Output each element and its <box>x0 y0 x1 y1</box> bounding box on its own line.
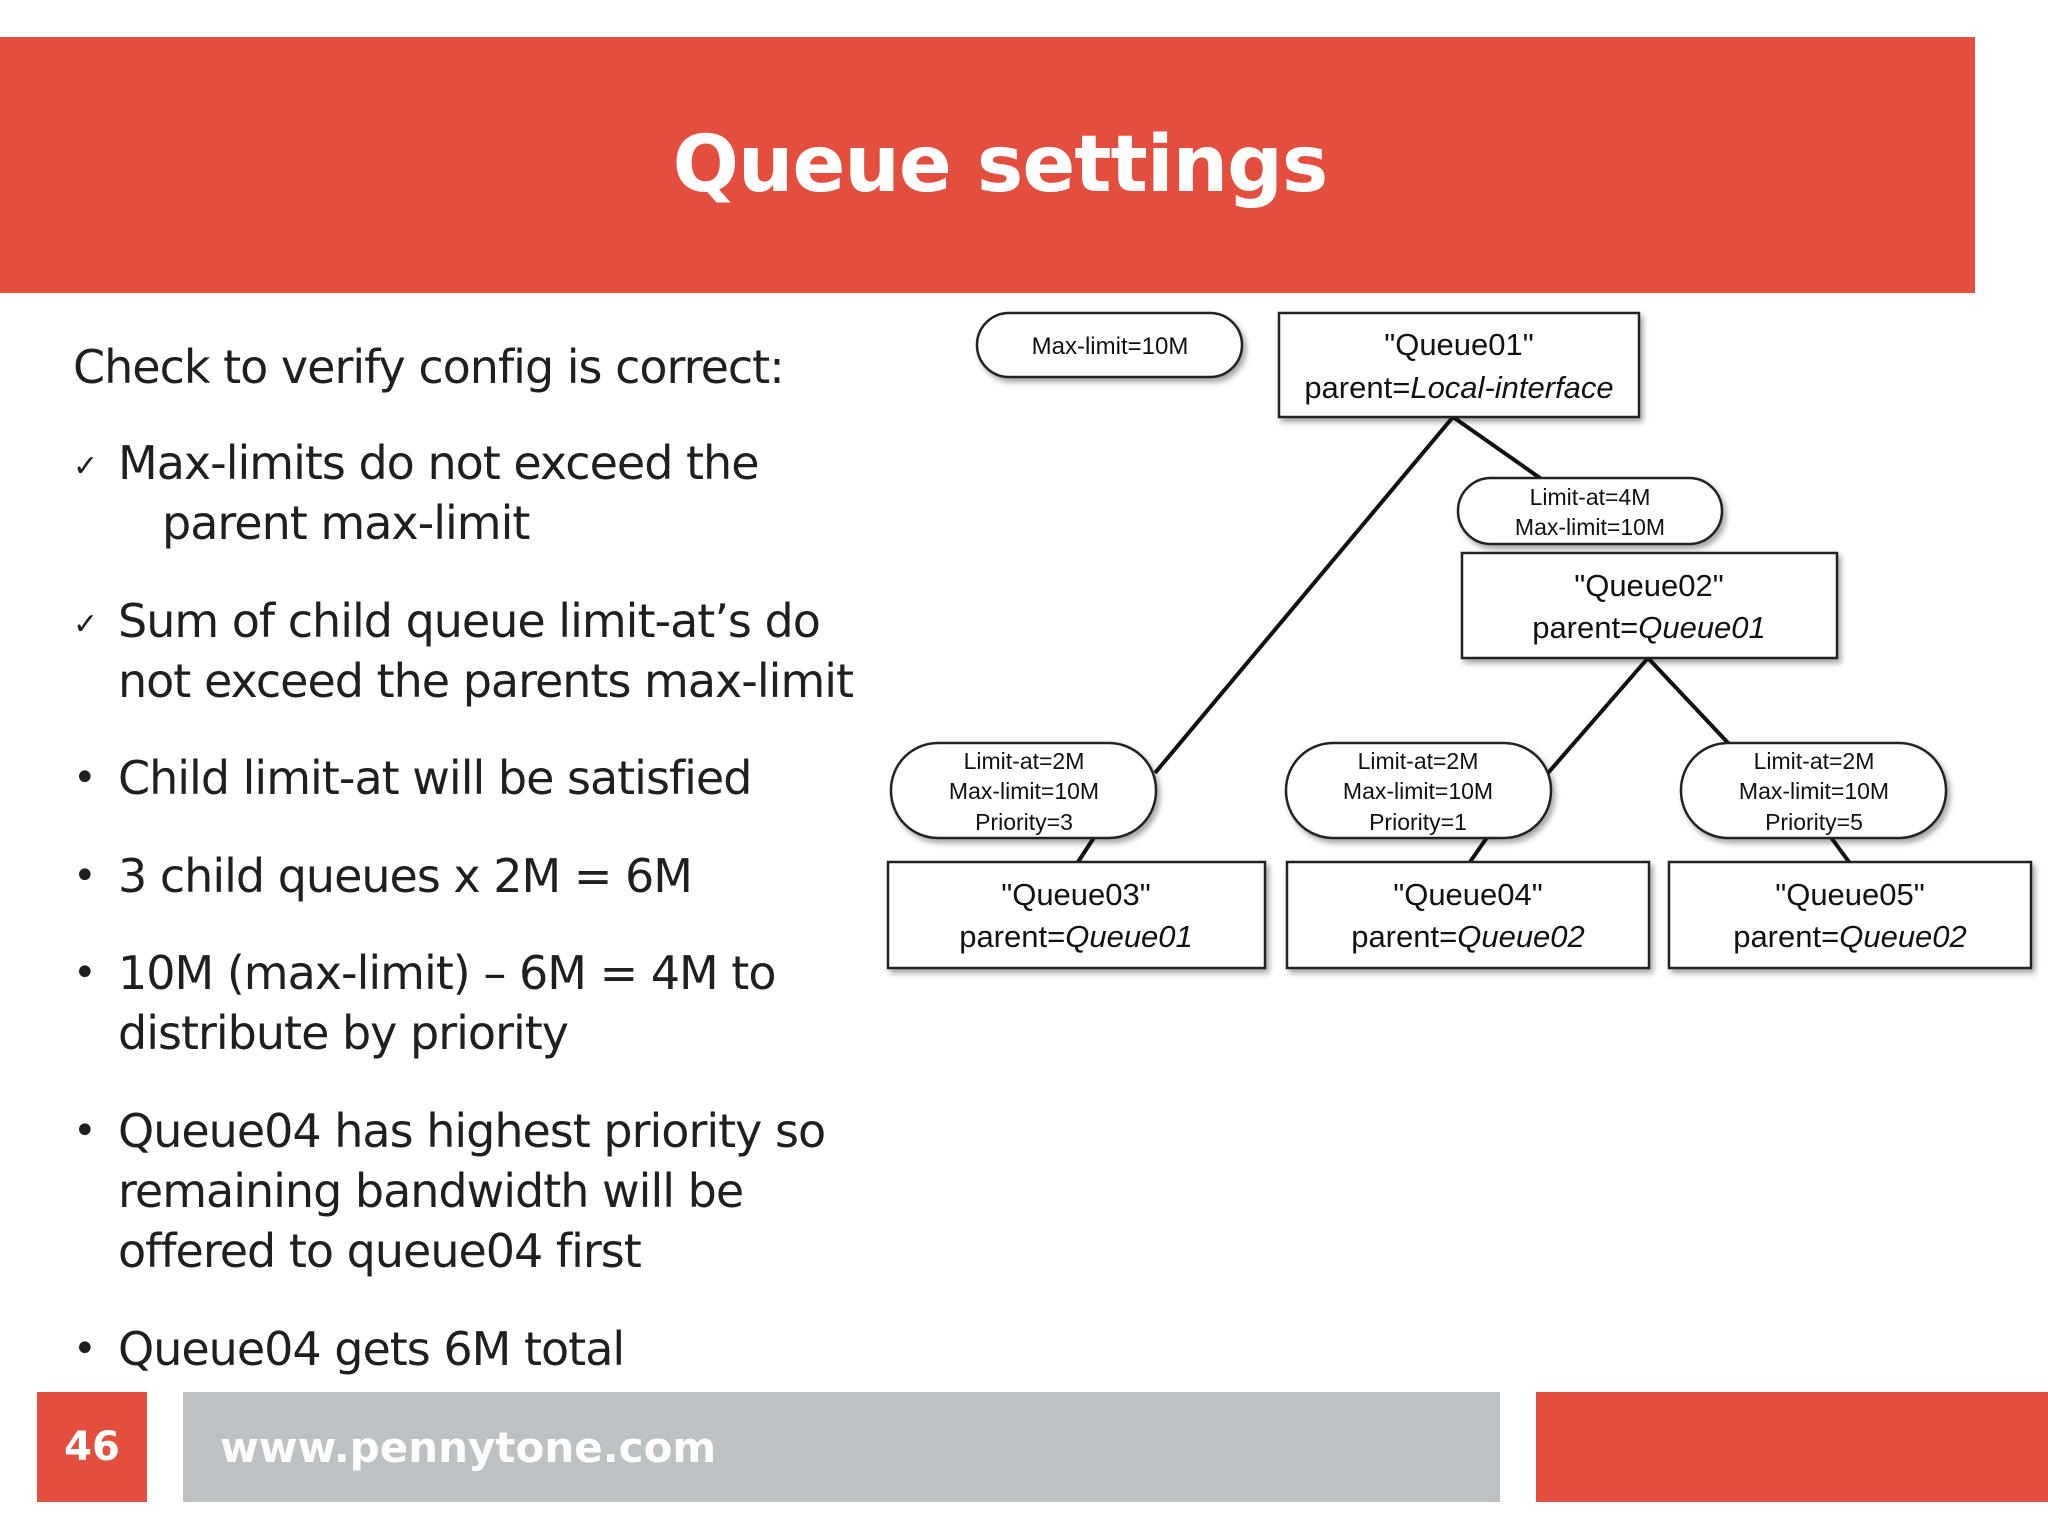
bullet-item: • Queue04 gets 6M total <box>73 1319 625 1379</box>
footer-url-text: www.pennytone.com <box>220 1422 717 1472</box>
bullet-list: ✓ Max-limits do not exceed the parent ma… <box>73 0 893 1400</box>
bullet-line: parent max-limit <box>162 496 530 550</box>
bullet-list-column: Check to verify config is correct: <box>73 330 873 395</box>
queue03-box: "Queue03" parent=Queue01 <box>886 860 1267 970</box>
queue03-note-line: Priority=3 <box>975 809 1073 835</box>
queue05-note: Limit-at=2M Max-limit=10M Priority=5 <box>1679 741 1948 840</box>
bullet-item: ✓ Sum of child queue limit-at’s do not e… <box>73 591 854 711</box>
queue01-parent-text: parent=Local-interface <box>1304 370 1613 405</box>
edge-q03-note <box>1076 834 1097 864</box>
bullet-line: Queue04 gets 6M total <box>118 1322 625 1376</box>
queue04-note-line: Max-limit=10M <box>1343 778 1493 804</box>
queue04-note-line: Limit-at=2M <box>1358 748 1479 774</box>
queue03-note-line: Max-limit=10M <box>949 778 1099 804</box>
edge-q01-q02 <box>1451 415 1552 487</box>
queue02-parent-text: parent=Queue01 <box>1532 610 1766 645</box>
queue05-note-line: Priority=5 <box>1765 809 1863 835</box>
bullet-line: not exceed the parents max-limit <box>118 654 854 708</box>
check-icon: ✓ <box>73 607 98 642</box>
edge-q02-q05 <box>1646 656 1732 747</box>
queue02-box: "Queue02" parent=Queue01 <box>1460 551 1839 660</box>
bullet-item: • 3 child queues x 2M = 6M <box>73 846 693 906</box>
queue05-note-line: Max-limit=10M <box>1739 778 1889 804</box>
bullet-dot-icon: • <box>73 1108 97 1154</box>
bullet-item: • 10M (max-limit) – 6M = 4M to distribut… <box>73 943 776 1063</box>
queue01-note-line: Max-limit=10M <box>1032 333 1189 360</box>
queue03-note: Limit-at=2M Max-limit=10M Priority=3 <box>889 741 1158 840</box>
bullet-item: • Child limit-at will be satisfied <box>73 748 752 808</box>
queue02-note: Limit-at=4M Max-limit=10M <box>1456 476 1724 546</box>
check-icon: ✓ <box>73 449 98 484</box>
queue02-note-line: Limit-at=4M <box>1530 484 1651 510</box>
queue03-parent-text: parent=Queue01 <box>959 919 1193 954</box>
queue04-note-line: Priority=1 <box>1369 809 1467 835</box>
edge-q02-q04 <box>1546 656 1650 775</box>
bullet-item: ✓ Max-limits do not exceed the parent ma… <box>73 433 760 553</box>
queue01-box: "Queue01" parent=Local-interface <box>1277 311 1641 419</box>
queue05-name: "Queue05" <box>1775 877 1925 912</box>
bullet-dot-icon: • <box>73 1326 97 1372</box>
bullet-dot-icon: • <box>73 950 97 996</box>
bullet-dot-icon: • <box>73 853 97 899</box>
bullet-line: Child limit-at will be satisfied <box>118 751 752 805</box>
bullet-dot-icon: • <box>73 755 97 801</box>
bullet-line: 3 child queues x 2M = 6M <box>118 849 693 903</box>
queue04-box: "Queue04" parent=Queue02 <box>1285 860 1651 970</box>
footer-url-link[interactable]: www.pennytone.com <box>183 1392 1500 1502</box>
bullet-line: 10M (max-limit) – 6M = 4M to <box>118 946 776 1000</box>
edge-q05-note <box>1828 834 1851 864</box>
slide-title: Queue settings <box>672 120 1329 210</box>
queue05-box: "Queue05" parent=Queue02 <box>1667 860 2033 970</box>
queue01-name: "Queue01" <box>1384 327 1534 362</box>
queue04-note: Limit-at=2M Max-limit=10M Priority=1 <box>1284 741 1553 840</box>
page-number: 46 <box>37 1392 147 1502</box>
queue02-note-line: Max-limit=10M <box>1515 514 1665 540</box>
bullet-line: Sum of child queue limit-at’s do <box>118 594 821 648</box>
queue05-parent-text: parent=Queue02 <box>1733 919 1967 954</box>
queue03-note-line: Limit-at=2M <box>964 748 1085 774</box>
queue03-name: "Queue03" <box>1001 877 1151 912</box>
bullet-line: Queue04 has highest priority so <box>118 1104 826 1158</box>
queue05-note-line: Limit-at=2M <box>1754 748 1875 774</box>
edge-q01-q03 <box>1153 415 1455 775</box>
footer-accent-bar <box>1536 1392 2048 1502</box>
intro-text: Check to verify config is correct: <box>73 340 785 394</box>
queue04-name: "Queue04" <box>1393 877 1543 912</box>
queue02-name: "Queue02" <box>1574 568 1724 603</box>
header-bar <box>0 37 1975 293</box>
queue01-note: Max-limit=10M <box>975 311 1244 379</box>
bullet-line: offered to queue04 first <box>118 1224 642 1278</box>
bullet-item: • Queue04 has highest priority so remain… <box>73 1101 826 1281</box>
bullet-line: distribute by priority <box>118 1006 569 1060</box>
edge-q04-note <box>1468 834 1490 864</box>
queue04-parent-text: parent=Queue02 <box>1351 919 1585 954</box>
bullet-line: Max-limits do not exceed the <box>118 436 760 490</box>
bullet-line: remaining bandwidth will be <box>118 1164 744 1218</box>
